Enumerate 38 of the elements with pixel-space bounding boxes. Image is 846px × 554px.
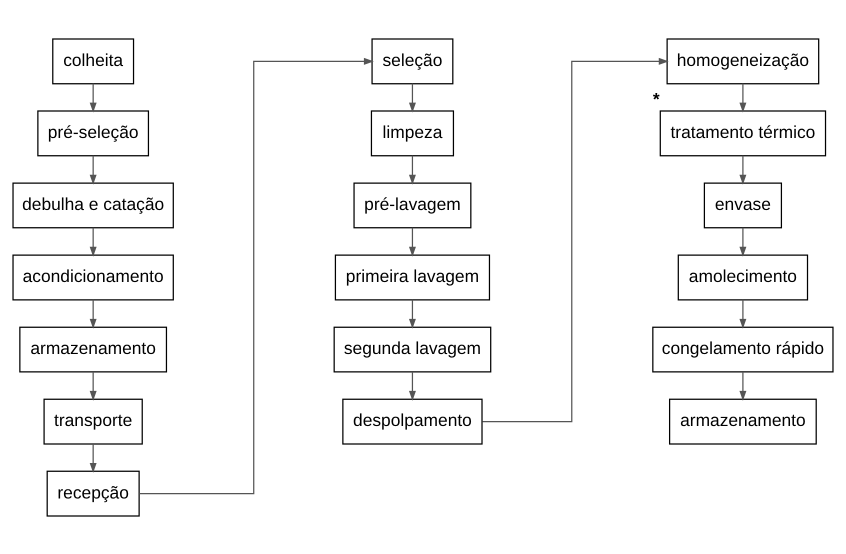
- arrow: [90, 83, 97, 112]
- arrow: [739, 227, 746, 256]
- arrow: [408, 227, 416, 256]
- node-box: congelamento rápido: [652, 326, 834, 372]
- arrow: [739, 299, 746, 328]
- arrow: [408, 299, 416, 328]
- node-box: pré-lavagem: [353, 182, 472, 228]
- arrow: [90, 155, 97, 184]
- node-box: debulha e catação: [12, 182, 174, 228]
- node-box: primeira lavagem: [334, 254, 490, 300]
- node-box: envase: [704, 182, 782, 228]
- node-box: armazenamento: [668, 398, 817, 444]
- node-box: limpeza: [370, 110, 454, 156]
- arrow: [90, 227, 97, 256]
- arrow: [739, 83, 746, 112]
- node-box: transporte: [43, 398, 143, 444]
- node-box: armazenamento: [19, 326, 168, 372]
- arrow: [90, 444, 97, 472]
- arrow: [408, 83, 416, 112]
- arrow: [739, 371, 746, 400]
- node-box: segunda lavagem: [334, 326, 492, 372]
- arrow: [90, 299, 97, 328]
- node-box: amolecimento: [678, 254, 808, 300]
- node-box: pré-seleção: [37, 110, 150, 156]
- node-box: despolpamento: [342, 398, 483, 444]
- arrow: [90, 371, 97, 400]
- node-box: seleção: [371, 38, 454, 84]
- node-box: recepção: [46, 470, 140, 516]
- node-label: *: [652, 88, 660, 109]
- node-box: colheita: [52, 38, 134, 84]
- node-box: tratamento térmico: [660, 110, 826, 156]
- arrow: [739, 155, 746, 184]
- arrow: [482, 57, 669, 422]
- node-box: acondicionamento: [12, 254, 174, 300]
- arrow: [408, 155, 416, 184]
- arrow: [408, 371, 416, 400]
- arrow: [139, 57, 374, 494]
- node-box: homogeneização: [666, 38, 820, 84]
